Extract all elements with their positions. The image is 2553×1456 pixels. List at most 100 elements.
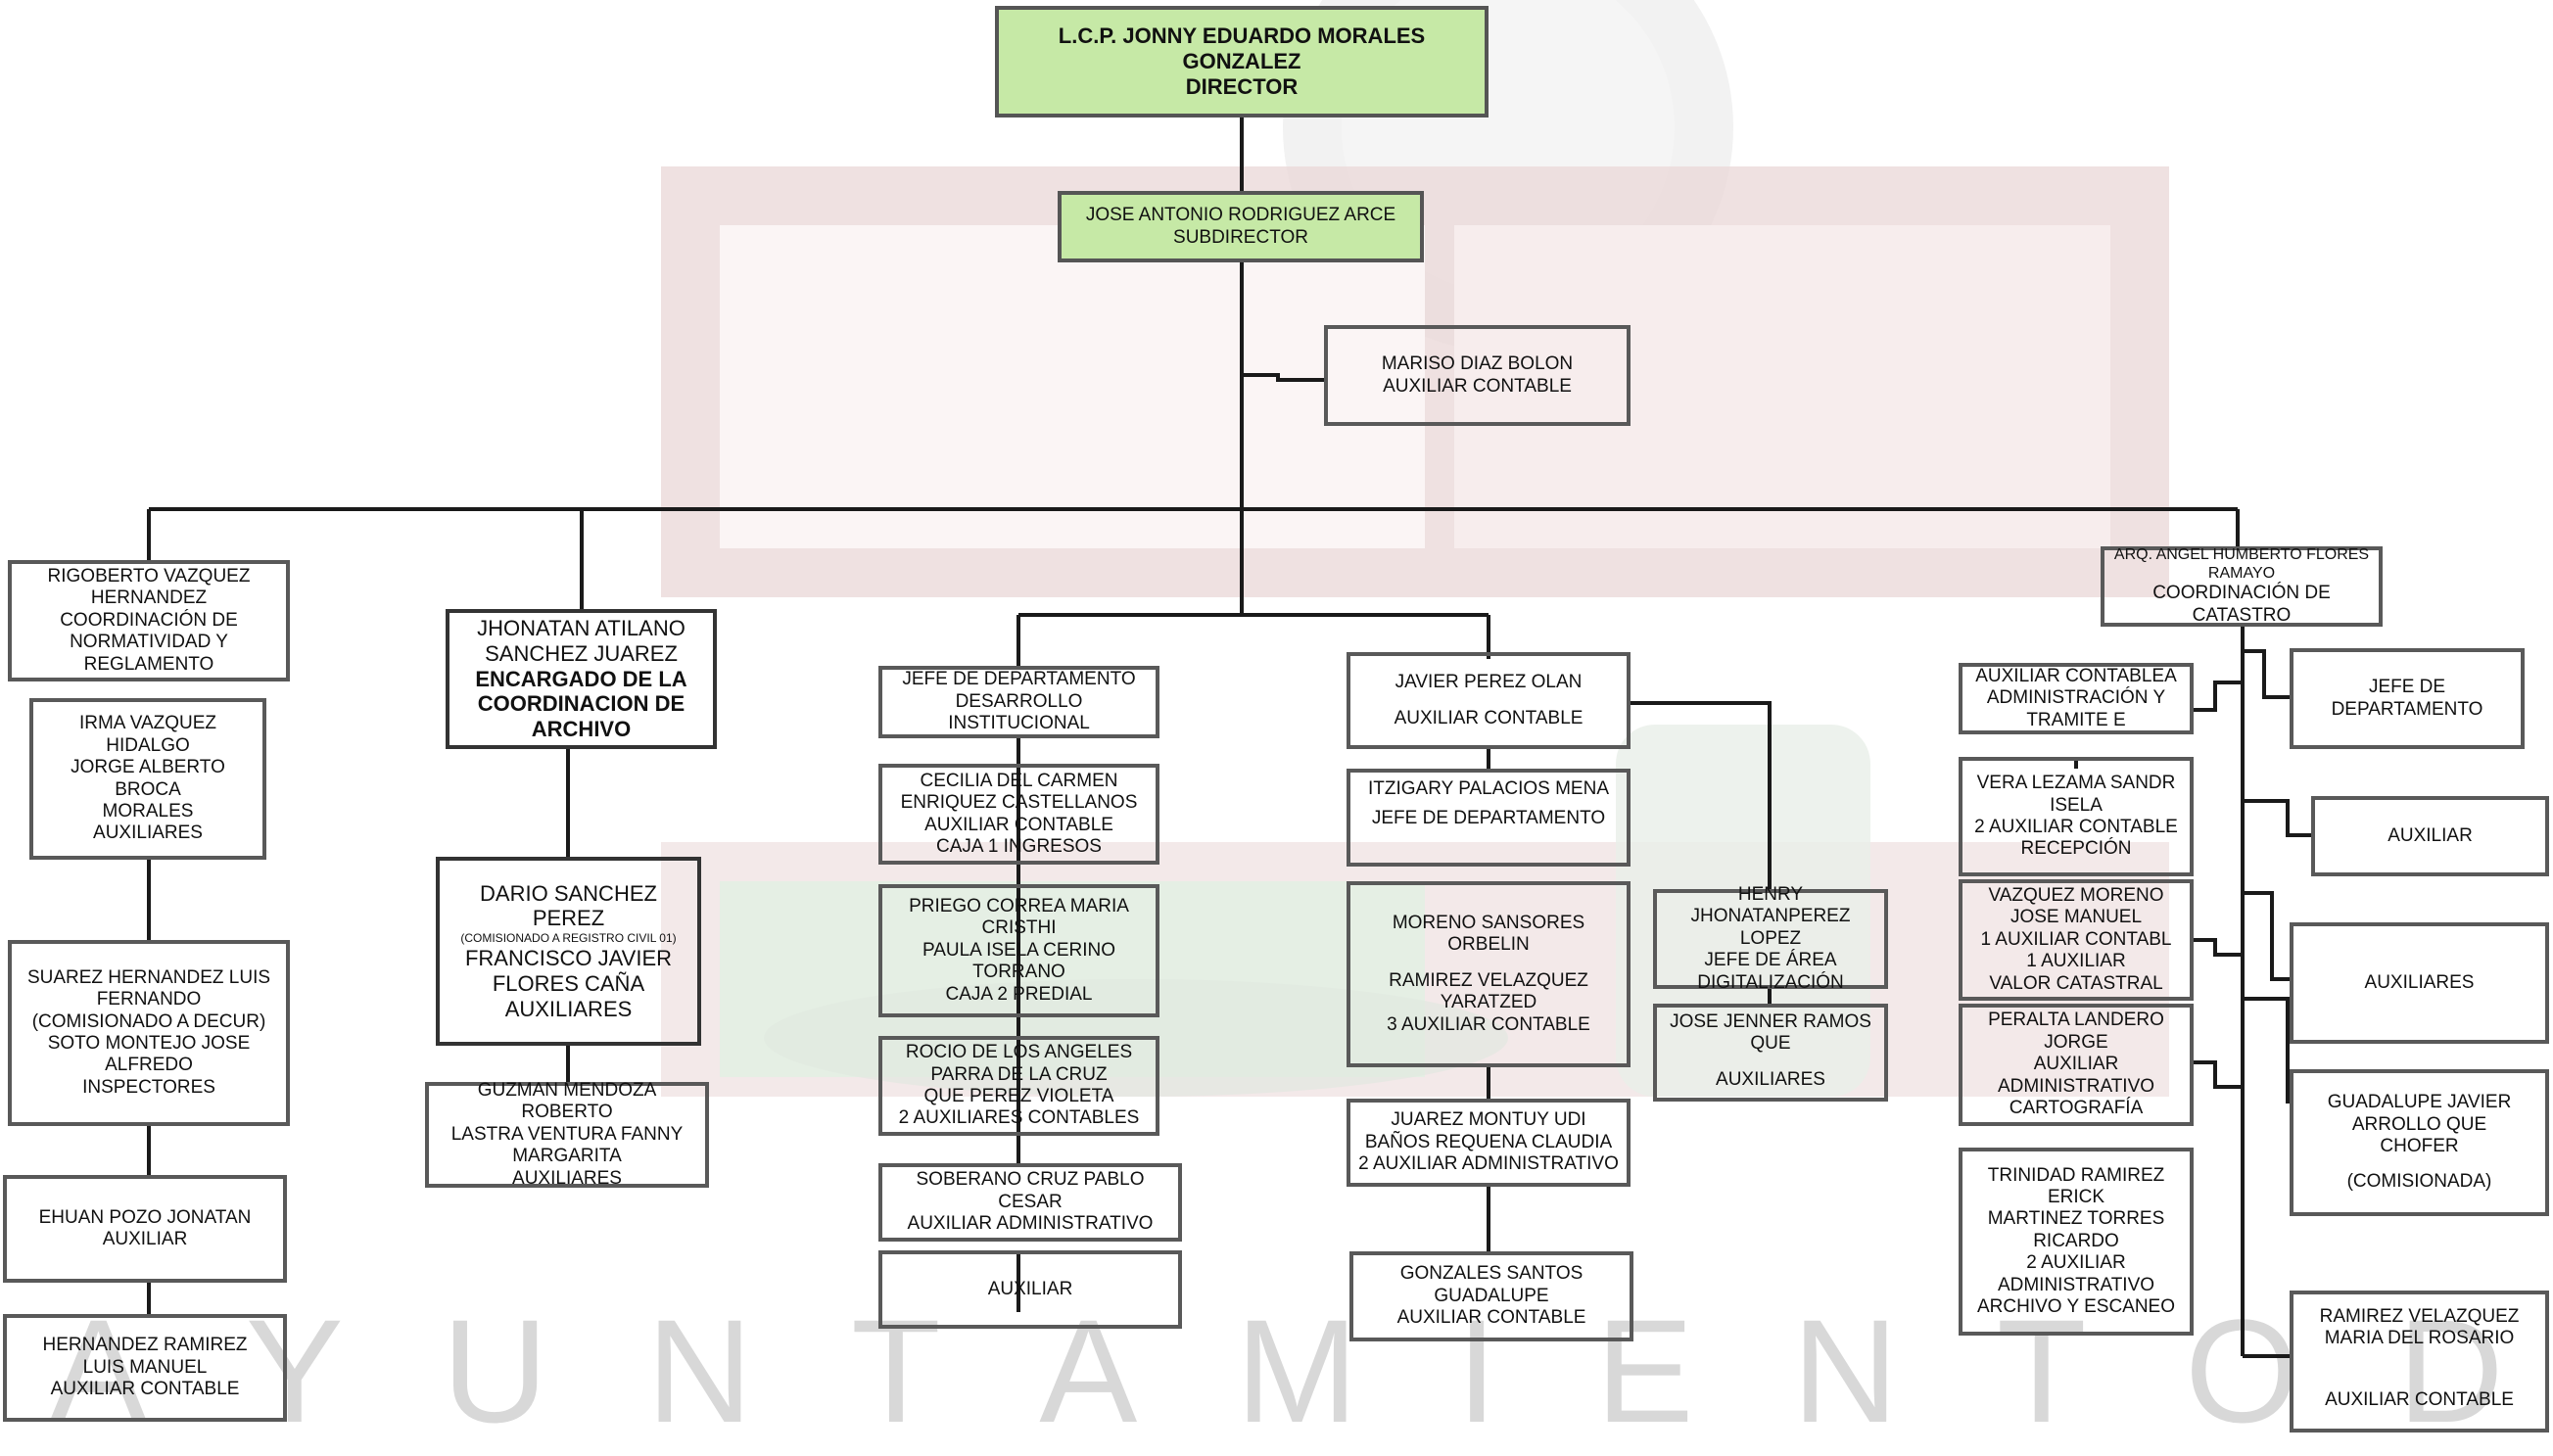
col3-b5-line: SOBERANO CRUZ PABLO CESAR — [916, 1169, 1145, 1212]
col4-box-5: GONZALES SANTOS GUADALUPE AUXILIAR CONTA… — [1349, 1251, 1633, 1341]
col3-b3-line: TORRANO — [972, 962, 1065, 983]
col3-b4-line: QUE PEREZ VIOLETA — [923, 1086, 1114, 1106]
col5-r4-line: ARROLLO QUE — [2351, 1113, 2487, 1135]
col5-b5-line: RICARDO — [2033, 1230, 2119, 1251]
col4-b5-line: AUXILIAR CONTABLE — [1396, 1307, 1586, 1329]
col5-r2-line: AUXILIAR — [2388, 824, 2473, 846]
col4-box-4: JUAREZ MONTUY UDI BAÑOS REQUENA CLAUDIA … — [1347, 1099, 1631, 1187]
col4-b5-line: GUADALUPE — [1434, 1285, 1549, 1306]
col5-b3-line: JOSE MANUEL — [2009, 907, 2143, 928]
col2-b2-line: FRANCISCO JAVIER — [464, 945, 673, 970]
col3-head-line: JEFE DE DEPARTAMENTO — [902, 669, 1136, 690]
col4-b4-line: BAÑOS REQUENA CLAUDIA — [1364, 1131, 1613, 1152]
col5-head-line: RAMAYO — [2207, 564, 2276, 582]
col5-b5-line: ADMINISTRATIVO — [1997, 1274, 2155, 1295]
col5-b2-line: VERA LEZAMA SANDR — [1976, 773, 2176, 794]
col4-side1-line: JHONATANPEREZ LOPEZ — [1690, 906, 1851, 949]
col5-b4-line: PERALTA LANDERO — [1988, 1010, 2164, 1031]
col4-b2-line: ITZIGARY PALACIOS MENA — [1367, 778, 1609, 799]
col1-head-line: NORMATIVIDAD Y — [70, 632, 228, 653]
col3-b2-line: CECILIA DEL CARMEN — [920, 770, 1118, 791]
col5-b5-line: ARCHIVO Y ESCANEO — [1976, 1296, 2176, 1318]
col5-head-line: COORDINACIÓN DE — [2152, 583, 2331, 604]
col1-box-3: SUAREZ HERNANDEZ LUIS FERNANDO (COMISION… — [8, 940, 290, 1126]
col1-b2-line: MORALES — [102, 800, 194, 822]
col4-b4-line: 2 AUXILIAR ADMINISTRATIVO — [1358, 1153, 1619, 1175]
col3-b3-line: CRISTHI — [981, 917, 1057, 939]
director-role: DIRECTOR — [1185, 73, 1299, 99]
col4-b4-line: JUAREZ MONTUY UDI — [1391, 1109, 1586, 1131]
col3-b3-line: CAJA 2 PREDIAL — [945, 983, 1093, 1005]
col5-box-4: PERALTA LANDERO JORGE AUXILIAR ADMINISTR… — [1959, 1004, 2194, 1126]
col4-b5-line: GONZALES SANTOS — [1399, 1263, 1584, 1285]
col5-b2-line: ISELA — [2050, 794, 2103, 816]
col5-r3-line: AUXILIARES — [2364, 971, 2475, 993]
assistant-role: AUXILIAR CONTABLE — [1383, 375, 1572, 397]
col4-side-box-2: JOSE JENNER RAMOS QUE AUXILIARES — [1653, 1004, 1888, 1102]
col5-b3-line: VAZQUEZ MORENO — [1988, 884, 2164, 906]
col2-head-line: ARCHIVO — [531, 717, 632, 742]
col4-b3-line: MORENO SANSORES — [1392, 912, 1585, 933]
col2-head-line: JHONATAN ATILANO — [477, 615, 686, 640]
col5-head-box: ARQ. ANGEL HUMBERTO FLORES RAMAYO COORDI… — [2101, 546, 2383, 627]
col3-b3-line: PRIEGO CORREA MARIA — [909, 895, 1129, 916]
col2-head-line: SANCHEZ JUAREZ — [485, 640, 678, 666]
col4-b3-line: YARATZED — [1440, 992, 1537, 1013]
col1-head-box: RIGOBERTO VAZQUEZ HERNANDEZ COORDINACIÓN… — [8, 560, 290, 681]
col1-b5-line: HERNANDEZ RAMIREZ — [42, 1335, 248, 1356]
col5-b5-line: 2 AUXILIAR — [2026, 1252, 2126, 1274]
col2-head-box: JHONATAN ATILANO SANCHEZ JUAREZ ENCARGAD… — [446, 609, 717, 749]
col1-b2-line: JORGE ALBERTO BROCA — [71, 757, 225, 800]
col2-b3-line: AUXILIARES — [512, 1167, 622, 1189]
col5-right-box-3: AUXILIARES — [2290, 922, 2549, 1044]
col3-b2-line: CAJA 1 INGRESOS — [936, 835, 1102, 857]
col2-b2-line: DARIO SANCHEZ PEREZ — [480, 880, 657, 931]
col5-head-line: ARQ. ANGEL HUMBERTO FLORES — [2113, 545, 2370, 563]
assistant-name: MARISO DIAZ BOLON — [1381, 353, 1574, 375]
col3-b2-line: ENRIQUEZ CASTELLANOS — [900, 792, 1138, 814]
col5-b2-line: RECEPCIÓN — [2020, 838, 2132, 860]
col3-b2-line: AUXILIAR CONTABLE — [924, 814, 1113, 835]
col3-box-5: SOBERANO CRUZ PABLO CESAR AUXILIAR ADMIN… — [878, 1163, 1182, 1242]
col5-b4-line: CARTOGRAFÍA — [2009, 1098, 2144, 1119]
col1-head-line: RIGOBERTO VAZQUEZ — [47, 565, 251, 587]
col5-b3-line: 1 AUXILIAR CONTABL — [1980, 928, 2172, 950]
col1-head-line: COORDINACIÓN DE — [60, 609, 238, 631]
col4-b2-line: JEFE DE DEPARTAMENTO — [1371, 808, 1606, 829]
col4-side2-line: JOSE JENNER RAMOS — [1670, 1011, 1871, 1032]
col1-b2-line: IRMA VAZQUEZ — [78, 713, 217, 734]
col1-box-4: EHUAN POZO JONATAN AUXILIAR — [3, 1175, 287, 1283]
col2-b2-line: AUXILIARES — [504, 996, 633, 1021]
col2-b3-line: LASTRA VENTURA FANNY — [450, 1123, 684, 1145]
col4-side2-line: QUE — [1750, 1033, 1791, 1055]
col2-box-2: DARIO SANCHEZ PEREZ (COMISIONADO A REGIS… — [436, 857, 701, 1046]
col1-b3-line: INSPECTORES — [82, 1076, 215, 1098]
col5-right-box-1: JEFE DE DEPARTAMENTO — [2290, 648, 2525, 749]
col1-b5-line: LUIS MANUEL — [82, 1356, 208, 1378]
col5-r5-line: MARIA DEL ROSARIO — [2324, 1328, 2515, 1349]
col5-b5-line: TRINIDAD RAMIREZ — [1987, 1164, 2165, 1186]
col3-b4-line: 2 AUXILIARES CONTABLES — [898, 1107, 1140, 1129]
subdirector-name: JOSE ANTONIO RODRIGUEZ ARCE — [1085, 205, 1396, 226]
col4-b3-line: 3 AUXILIAR CONTABLE — [1387, 1013, 1590, 1035]
col2-head-line: ENCARGADO DE LA — [475, 666, 687, 691]
col3-b6-line: AUXILIAR — [987, 1278, 1073, 1299]
subdirector-box: JOSE ANTONIO RODRIGUEZ ARCE SUBDIRECTOR — [1058, 191, 1424, 262]
col1-head-line: REGLAMENTO — [83, 653, 214, 675]
col4-head-line: AUXILIAR CONTABLE — [1394, 707, 1584, 728]
col5-right-box-2: AUXILIAR — [2311, 796, 2549, 876]
col1-b3-line: (COMISIONADO A DECUR) — [31, 1010, 266, 1032]
col3-b5-line: AUXILIAR ADMINISTRATIVO — [907, 1213, 1154, 1235]
col5-right-box-5: RAMIREZ VELAZQUEZ MARIA DEL ROSARIO AUXI… — [2290, 1291, 2549, 1433]
assistant-box: MARISO DIAZ BOLON AUXILIAR CONTABLE — [1324, 325, 1631, 426]
subdirector-role: SUBDIRECTOR — [1173, 226, 1308, 248]
col3-box-4: ROCIO DE LOS ANGELES PARRA DE LA CRUZ QU… — [878, 1036, 1159, 1136]
col1-b3-line: SUAREZ HERNANDEZ LUIS — [26, 966, 271, 988]
col5-r1-line: DEPARTAMENTO — [2331, 698, 2483, 720]
col5-box-2: VERA LEZAMA SANDR ISELA 2 AUXILIAR CONTA… — [1959, 757, 2194, 876]
col5-b4-line: JORGE — [2044, 1031, 2108, 1053]
col5-b4-line: AUXILIAR — [2033, 1054, 2119, 1075]
director-box: L.C.P. JONNY EDUARDO MORALES GONZALEZ DI… — [995, 6, 1489, 117]
col4-b3-line: RAMIREZ VELAZQUEZ — [1389, 969, 1588, 991]
